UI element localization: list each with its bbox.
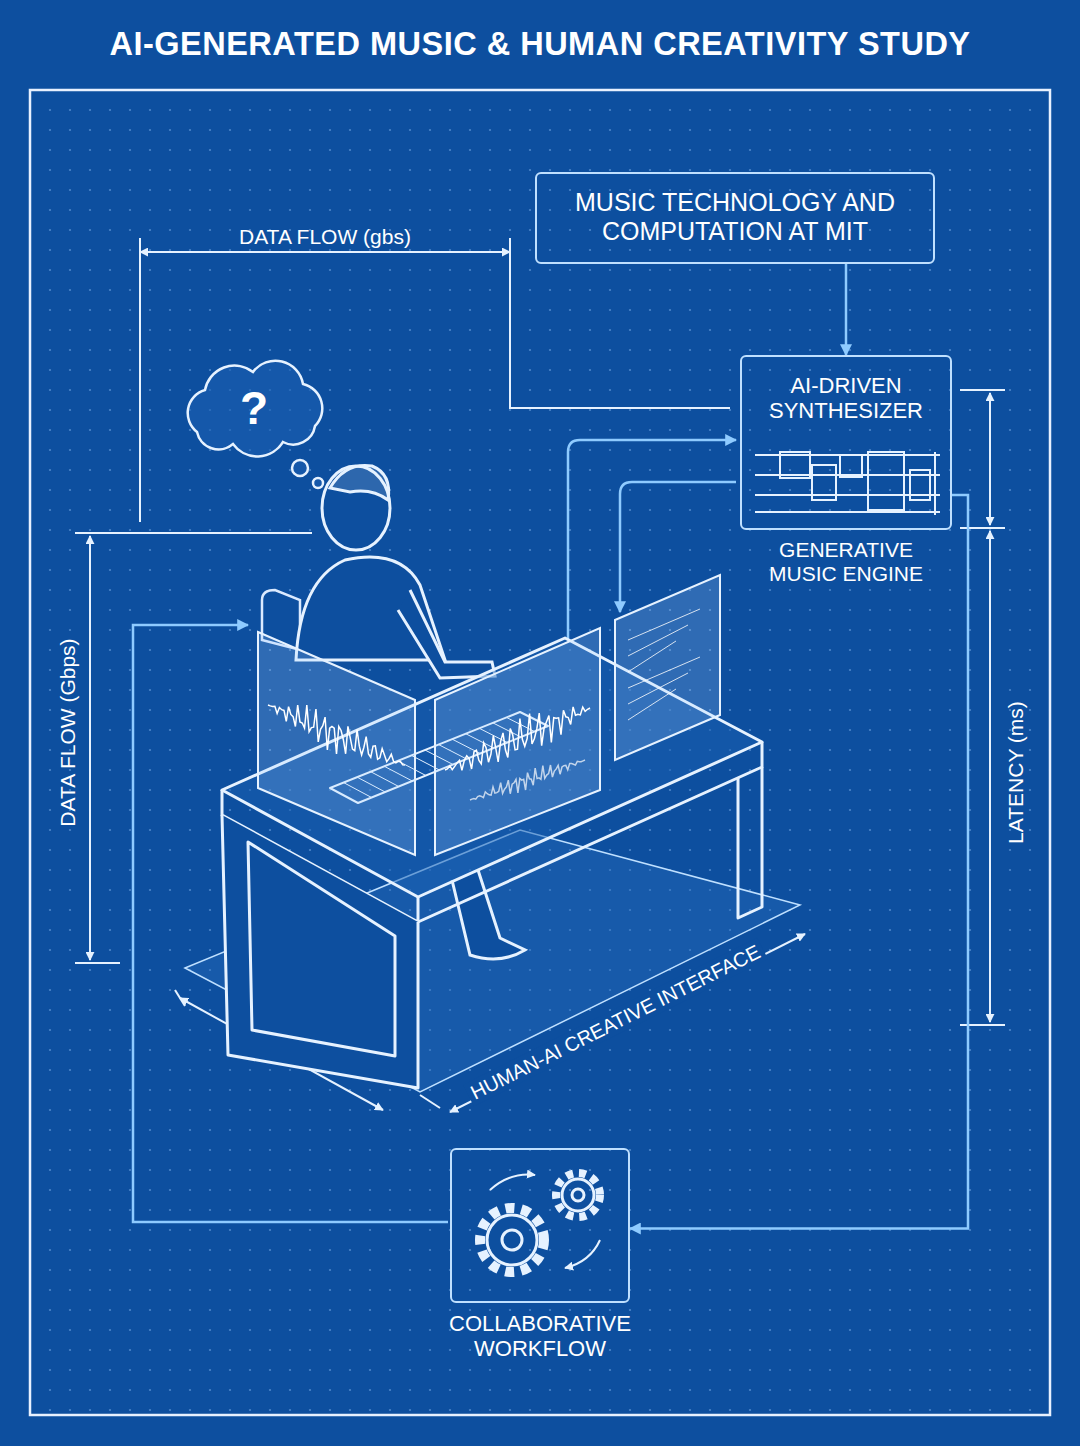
dimension-label: DATA FLOW (gbs): [239, 225, 411, 248]
flow-connector: [630, 495, 968, 1229]
node-caption: GENERATIVE MUSIC ENGINE: [744, 538, 949, 586]
workflow-box: COLLABORATIVE WORKFLOW: [450, 1148, 630, 1303]
thought-cloud: [188, 361, 323, 488]
node-caption: COLLABORATIVE WORKFLOW: [435, 1311, 645, 1362]
dot-grid: [30, 90, 1050, 1415]
dimension-label: HUMAN-AI CREATIVE INTERFACE: [463, 938, 768, 1107]
node-heading: AI-DRIVEN SYNTHESIZER: [742, 357, 950, 424]
dimension-label: LATENCY (ms): [1003, 701, 1026, 844]
gears: [480, 1173, 600, 1272]
waveforms: [268, 609, 700, 800]
node-heading: MUSIC TECHNOLOGY AND COMPUTATION AT MIT: [537, 174, 933, 260]
dimension-lines: [75, 238, 1005, 1112]
source-box: MUSIC TECHNOLOGY AND COMPUTATION AT MIT: [535, 172, 935, 264]
flow-lines: [133, 440, 736, 1222]
flow-connector: [845, 264, 848, 355]
synth-box: AI-DRIVEN SYNTHESIZERGENERATIVE MUSIC EN…: [740, 355, 952, 530]
frame: [30, 90, 1050, 1415]
sequencer-graphic: [755, 452, 940, 515]
dimension-label: DATA FLOW (Gbps): [56, 638, 79, 826]
screens: [258, 575, 720, 855]
title: AI-GENERATED MUSIC & HUMAN CREATIVITY ST…: [0, 26, 1080, 63]
thought-symbol: ?: [240, 383, 268, 434]
